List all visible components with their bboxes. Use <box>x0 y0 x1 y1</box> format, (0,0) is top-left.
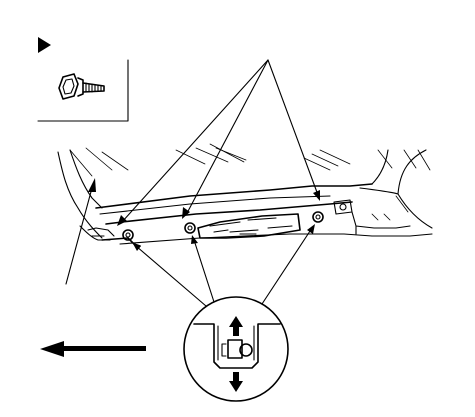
trim-bolt-left <box>122 229 134 241</box>
pointer-arrow-upper-left <box>65 178 96 285</box>
clip-detail-magnifier-icon <box>183 296 289 402</box>
trim-bolt-center <box>184 222 196 234</box>
trim-bolt-right <box>312 211 324 223</box>
fastener-legend-box <box>37 59 129 122</box>
front-direction-arrow-icon <box>40 341 146 357</box>
flange-bolt-icon <box>58 73 105 100</box>
vehicle-body-outline <box>57 149 433 247</box>
triangle-bullet-icon <box>38 37 51 53</box>
lower-leader-lines <box>132 224 315 307</box>
window-hatch-lines <box>69 143 431 213</box>
